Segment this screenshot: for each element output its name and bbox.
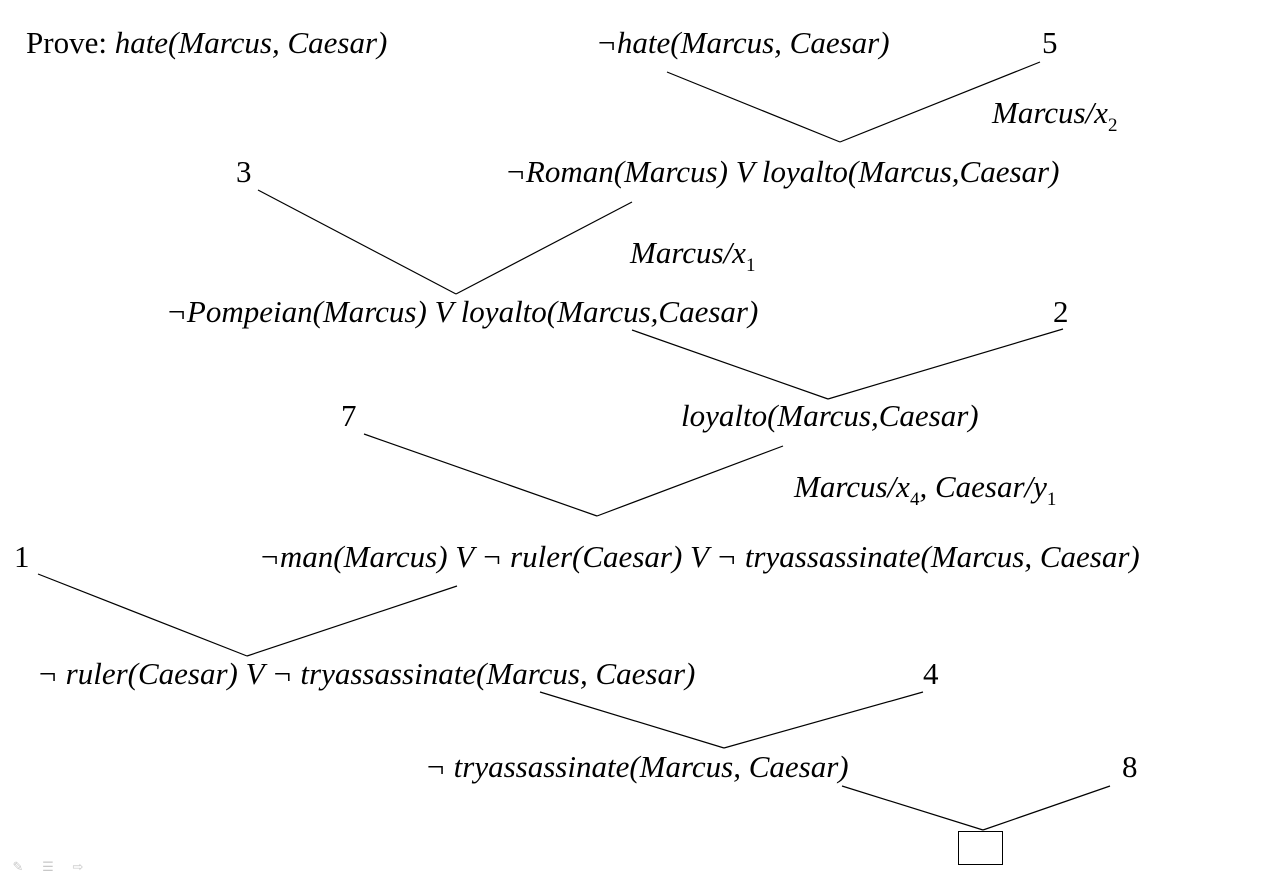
axiom-number-1: 1 xyxy=(14,539,30,574)
empty-clause-box-icon xyxy=(958,831,1003,865)
slide-toolbar: ✎ ☰ ⇨ xyxy=(10,860,100,876)
menu-icon[interactable]: ☰ xyxy=(42,860,54,875)
edge-c4-to-c5 xyxy=(246,585,458,657)
edge-c5-to-c6 xyxy=(539,691,725,749)
prove-goal: hate(Marcus, Caesar) xyxy=(114,25,388,60)
substitution-2: Marcus/x1 xyxy=(630,235,756,277)
edge-goal-to-c1 xyxy=(666,71,841,143)
edge-c3-to-c4 xyxy=(596,445,784,517)
edge-7-to-c4 xyxy=(363,433,598,517)
clause-resolvent-5: ¬ ruler(Caesar) V ¬ tryassassinate(Marcu… xyxy=(37,656,696,691)
edge-c6-to-empty xyxy=(841,785,984,831)
edge-8-to-empty xyxy=(982,785,1111,831)
edge-c1-to-c2 xyxy=(455,201,633,295)
edge-1-to-c5 xyxy=(37,573,248,657)
edge-3-to-c2 xyxy=(257,189,457,295)
clause-resolvent-3: loyalto(Marcus,Caesar) xyxy=(681,398,979,433)
clause-resolvent-6: ¬ tryassassinate(Marcus, Caesar) xyxy=(425,749,849,784)
pen-icon[interactable]: ✎ xyxy=(12,860,24,875)
clause-negated-goal: ¬hate(Marcus, Caesar) xyxy=(596,25,890,60)
clause-resolvent-1: ¬Roman(Marcus) V loyalto(Marcus,Caesar) xyxy=(505,154,1060,189)
axiom-number-4: 4 xyxy=(923,656,939,691)
substitution-3: Marcus/x4, Caesar/y1 xyxy=(794,469,1057,511)
clause-resolvent-2: ¬Pompeian(Marcus) V loyalto(Marcus,Caesa… xyxy=(166,294,759,329)
edge-5-to-c1 xyxy=(839,61,1041,143)
axiom-number-5: 5 xyxy=(1042,25,1058,60)
axiom-number-2: 2 xyxy=(1053,294,1069,329)
prove-statement: Prove: hate(Marcus, Caesar) xyxy=(26,26,387,60)
clause-resolvent-4: ¬man(Marcus) V ¬ ruler(Caesar) V ¬ tryas… xyxy=(259,539,1140,574)
arrow-right-icon[interactable]: ⇨ xyxy=(72,860,84,875)
substitution-1: Marcus/x2 xyxy=(992,95,1118,137)
edge-4-to-c6 xyxy=(723,691,924,749)
prove-label: Prove: xyxy=(26,25,107,60)
axiom-number-3: 3 xyxy=(236,154,252,189)
edge-c2-to-c3 xyxy=(631,329,829,400)
axiom-number-8: 8 xyxy=(1122,749,1138,784)
axiom-number-7: 7 xyxy=(341,398,357,433)
edge-2-to-c3 xyxy=(827,328,1064,400)
